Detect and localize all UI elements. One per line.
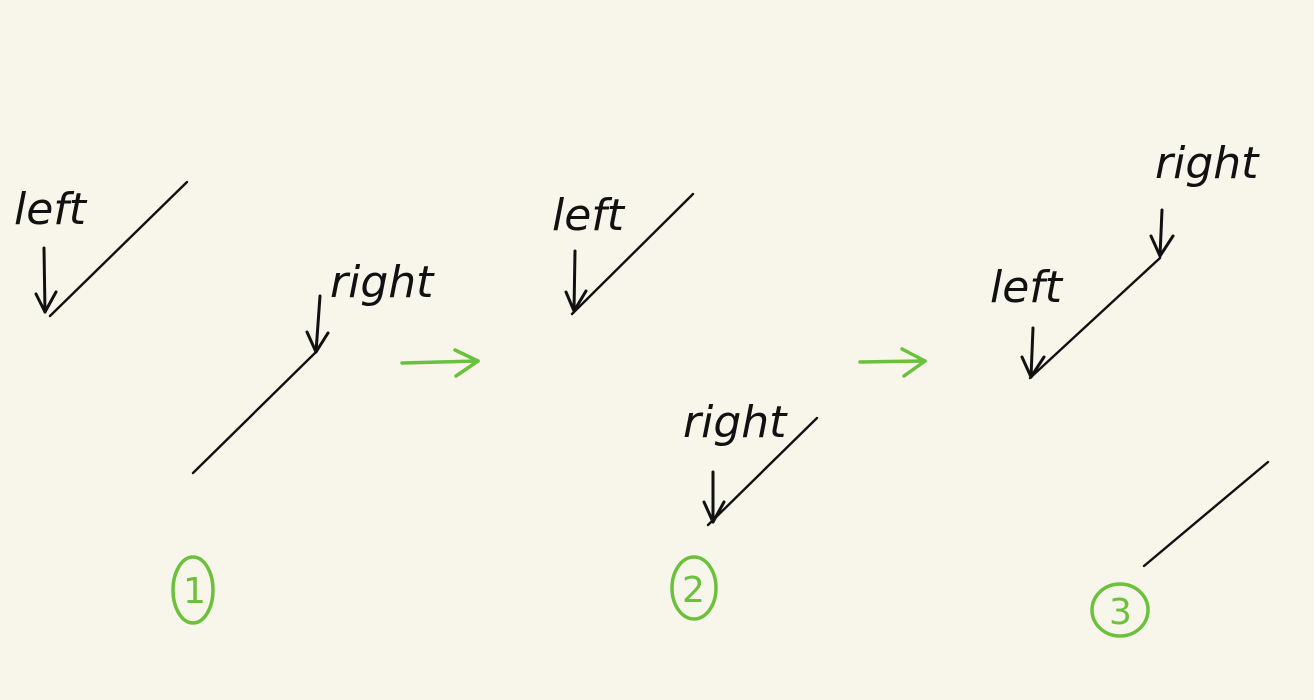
panel-3-upper-segment <box>1028 256 1162 380</box>
panel-1-upper-segment <box>48 180 189 318</box>
panel-3-lower-segment <box>1142 460 1270 568</box>
panel-1-lower-segment <box>191 350 318 475</box>
panel-2-left-label: left <box>552 190 626 241</box>
panel-3-left-pointer-icon <box>1020 326 1046 379</box>
panel-1-right-label: right <box>330 257 435 308</box>
panel-2-right-pointer-icon <box>702 470 726 524</box>
panel-3-right-label: right <box>1155 138 1260 189</box>
panel-2: left right 2 <box>552 190 819 621</box>
panel-1-right-pointer-icon <box>305 294 330 354</box>
transition-arrow-1-icon <box>400 348 480 378</box>
panel-1-left-pointer-icon <box>34 246 58 314</box>
step-1-number: 1 <box>183 571 206 612</box>
panel-2-lower-segment <box>706 416 819 527</box>
panel-1-left-label: left <box>14 184 88 235</box>
step-3-number: 3 <box>1109 592 1132 633</box>
panel-3-right-pointer-icon <box>1149 208 1175 258</box>
step-2-circle-icon <box>670 555 718 621</box>
panel-3: left right 3 <box>990 138 1270 638</box>
step-2-number: 2 <box>682 570 705 611</box>
panel-3-left-label: left <box>990 262 1064 313</box>
transition-arrow-2-icon <box>858 347 927 378</box>
panel-2-upper-segment <box>570 192 695 316</box>
panel-2-left-pointer-icon <box>564 249 588 313</box>
panel-1: left right 1 <box>14 180 435 625</box>
step-3-circle-icon <box>1090 582 1150 638</box>
panel-2-right-label: right <box>683 397 788 448</box>
step-1-circle-icon <box>171 555 215 625</box>
